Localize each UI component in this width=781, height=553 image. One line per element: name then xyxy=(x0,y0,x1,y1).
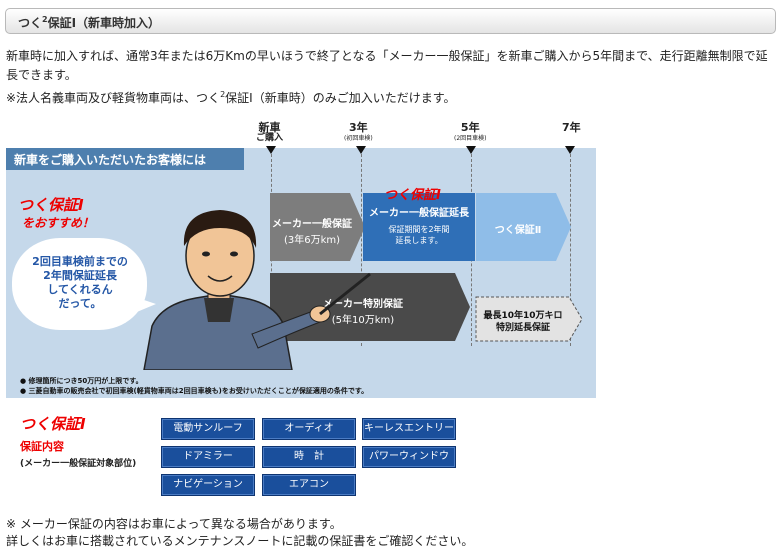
parts-note: (メーカー一般保証対象部位) xyxy=(20,459,137,469)
arrow-special-extension xyxy=(475,296,583,342)
footer-notes: ※ メーカー保証の内容はお車によって異なる場合があります。 詳しくはお車に搭載さ… xyxy=(6,516,766,550)
parts-subheading: 保証内容 xyxy=(20,440,64,453)
part-button-clock[interactable]: 時 計 xyxy=(262,446,356,468)
timeline-label-7y: 7年 xyxy=(562,121,581,134)
recommend-sticker-main: つく保証Ⅰ xyxy=(18,196,84,214)
speech-bubble xyxy=(12,238,147,330)
timeline-line-3y xyxy=(361,154,362,346)
part-button-navigation[interactable]: ナビゲーション xyxy=(161,474,255,496)
timeline-line-7y xyxy=(570,154,571,346)
part-button-door-mirror[interactable]: ドアミラー xyxy=(161,446,255,468)
extension-badge: つく保証Ⅰ xyxy=(384,188,441,203)
speech-text: 2回目車検前までの 2年間保証延長 してくれるん だって。 xyxy=(32,255,128,310)
footer-line-2: 詳しくはお車に搭載されているメンテナンスノートに記載の保証書をご確認ください。 xyxy=(6,534,474,548)
speech-bubble-tail xyxy=(132,296,156,314)
arrow-special xyxy=(270,273,470,341)
footer-line-1: ※ メーカー保証の内容はお車によって異なる場合があります。 xyxy=(6,517,342,531)
page-title: つく2保証Ⅰ（新車時加入） xyxy=(18,15,161,30)
recommend-sticker-sub: をおすすめ！ xyxy=(22,216,95,230)
diagram-note-2: ● 三菱自動車の販売会社で初回車検(軽貨物車両は2回目車検も)をお受けいただくこ… xyxy=(20,387,369,395)
timeline-marker-7y xyxy=(565,146,575,154)
part-button-air-conditioner[interactable]: エアコン xyxy=(262,474,356,496)
arrow-extension xyxy=(363,193,475,261)
panel-title: 新車をご購入いただいたお客様には xyxy=(14,153,207,167)
parts-heading: つく保証Ⅰ xyxy=(20,415,86,433)
part-button-power-window[interactable]: パワーウィンドウ xyxy=(362,446,456,468)
diagram-note-1: ● 修理箇所につき50万円が上限です。 xyxy=(20,377,143,385)
salesman-illustration-icon xyxy=(143,210,371,370)
part-button-audio[interactable]: オーディオ xyxy=(262,418,356,440)
timeline-label-3y: 3年(初回車検) xyxy=(344,121,373,143)
timeline-marker-3y xyxy=(356,146,366,154)
intro-line-1: 新車時に加入すれば、通常3年または6万Kmの早いほうで終了となる「メーカー一般保… xyxy=(6,49,768,82)
intro-line-2: ※法人名義車両及び軽貨物車両は、つく2保証Ⅰ（新車時）のみご加入いただけます。 xyxy=(6,90,456,105)
panel-title-bar: 新車をご購入いただいたお客様には xyxy=(6,148,244,170)
arrow-tsuku2 xyxy=(476,193,571,261)
arrow-tsuku2-text: つく保証Ⅱ xyxy=(494,225,542,236)
timeline-label-5y: 5年(2回目車検) xyxy=(454,121,487,143)
arrow-manufacturer-general xyxy=(270,193,365,261)
timeline-marker-5y xyxy=(466,146,476,154)
intro-text: 新車時に加入すれば、通常3年または6万Kmの早いほうで終了となる「メーカー一般保… xyxy=(6,47,772,108)
part-button-keyless-entry[interactable]: キーレスエントリー xyxy=(362,418,456,440)
timeline-marker-new xyxy=(266,146,276,154)
section-header: つく2保証Ⅰ（新車時加入） xyxy=(5,8,776,34)
warranty-diagram: 新車をご購入いただいたお客様には 新車ご購入 3年(初回車検) 5年(2回目車検… xyxy=(6,118,596,400)
timeline-label-new: 新車ご購入 xyxy=(256,121,284,143)
parts-heading-block: つく保証Ⅰ 保証内容 (メーカー一般保証対象部位) xyxy=(20,413,150,469)
part-button-sunroof[interactable]: 電動サンルーフ xyxy=(161,418,255,440)
